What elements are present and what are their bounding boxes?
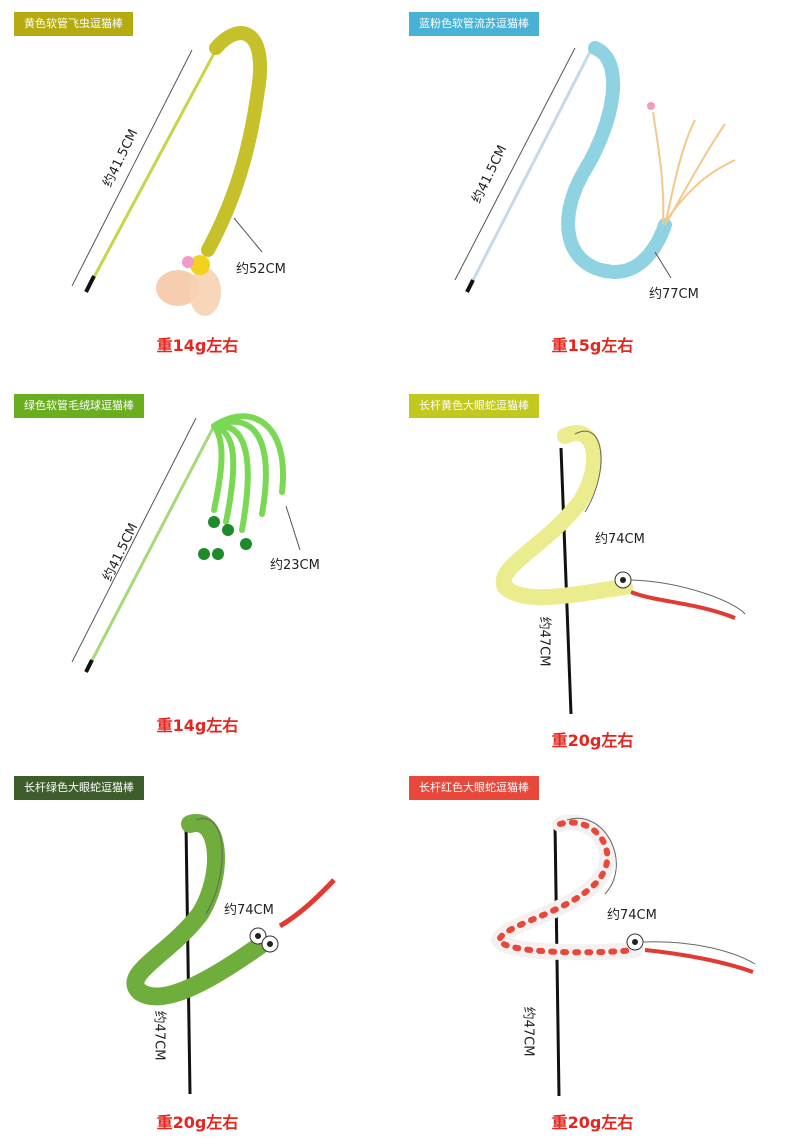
product-panel-yellow-snake: 长杆黄色大眼蛇逗猫棒 约74CM 约47CM 重20g左右 <box>395 382 790 764</box>
weight-label: 重15g左右 <box>551 336 634 355</box>
weight-label: 重14g左右 <box>156 336 239 355</box>
toy-length-label: 约74CM <box>224 903 274 918</box>
rod-length-label: 约47CM <box>151 1010 167 1061</box>
product-illustration <box>495 425 746 715</box>
toy-length-label: 约23CM <box>270 558 320 573</box>
product-panel-green-fluffball: 绿色软管毛绒球逗猫棒 约41.5CM 约23CM 重14g左右 <box>0 382 395 764</box>
product-tag: 长杆绿色大眼蛇逗猫棒 <box>14 776 144 800</box>
weight-label: 重20g左右 <box>551 1113 634 1132</box>
weight-label: 重14g左右 <box>156 716 239 735</box>
rod-length-label: 约47CM <box>536 616 552 667</box>
product-illustration <box>126 814 336 1095</box>
product-illustration <box>454 41 736 293</box>
product-tag: 绿色软管毛绒球逗猫棒 <box>14 394 144 418</box>
product-panel-red-snake: 长杆红色大眼蛇逗猫棒 约74CM 约47CM 重20g左右 <box>395 764 790 1146</box>
product-panel-green-snake: 长杆绿色大眼蛇逗猫棒 约74CM 约47CM 重20g左右 <box>0 764 395 1146</box>
toy-length-label: 约77CM <box>649 287 699 302</box>
product-tag: 蓝粉色软管流苏逗猫棒 <box>409 12 539 36</box>
product-illustration <box>490 814 756 1097</box>
product-illustration <box>71 26 268 316</box>
product-panel-yellow-tube: 黄色软管飞虫逗猫棒 约41.5CM 约52CM 重14g左右 <box>0 0 395 382</box>
product-tag: 长杆红色大眼蛇逗猫棒 <box>409 776 539 800</box>
toy-length-label: 约74CM <box>595 532 645 547</box>
toy-length-label: 约74CM <box>607 908 657 923</box>
weight-label: 重20g左右 <box>156 1113 239 1132</box>
product-tag: 长杆黄色大眼蛇逗猫棒 <box>409 394 539 418</box>
weight-label: 重20g左右 <box>551 731 634 750</box>
toy-length-label: 约52CM <box>236 262 286 277</box>
product-panel-blue-pink-tassel: 蓝粉色软管流苏逗猫棒 约41.5CM 约77CM 重15g左右 <box>395 0 790 382</box>
product-tag: 黄色软管飞虫逗猫棒 <box>14 12 133 36</box>
rod-length-label: 约47CM <box>520 1006 536 1057</box>
product-illustration <box>71 413 301 673</box>
